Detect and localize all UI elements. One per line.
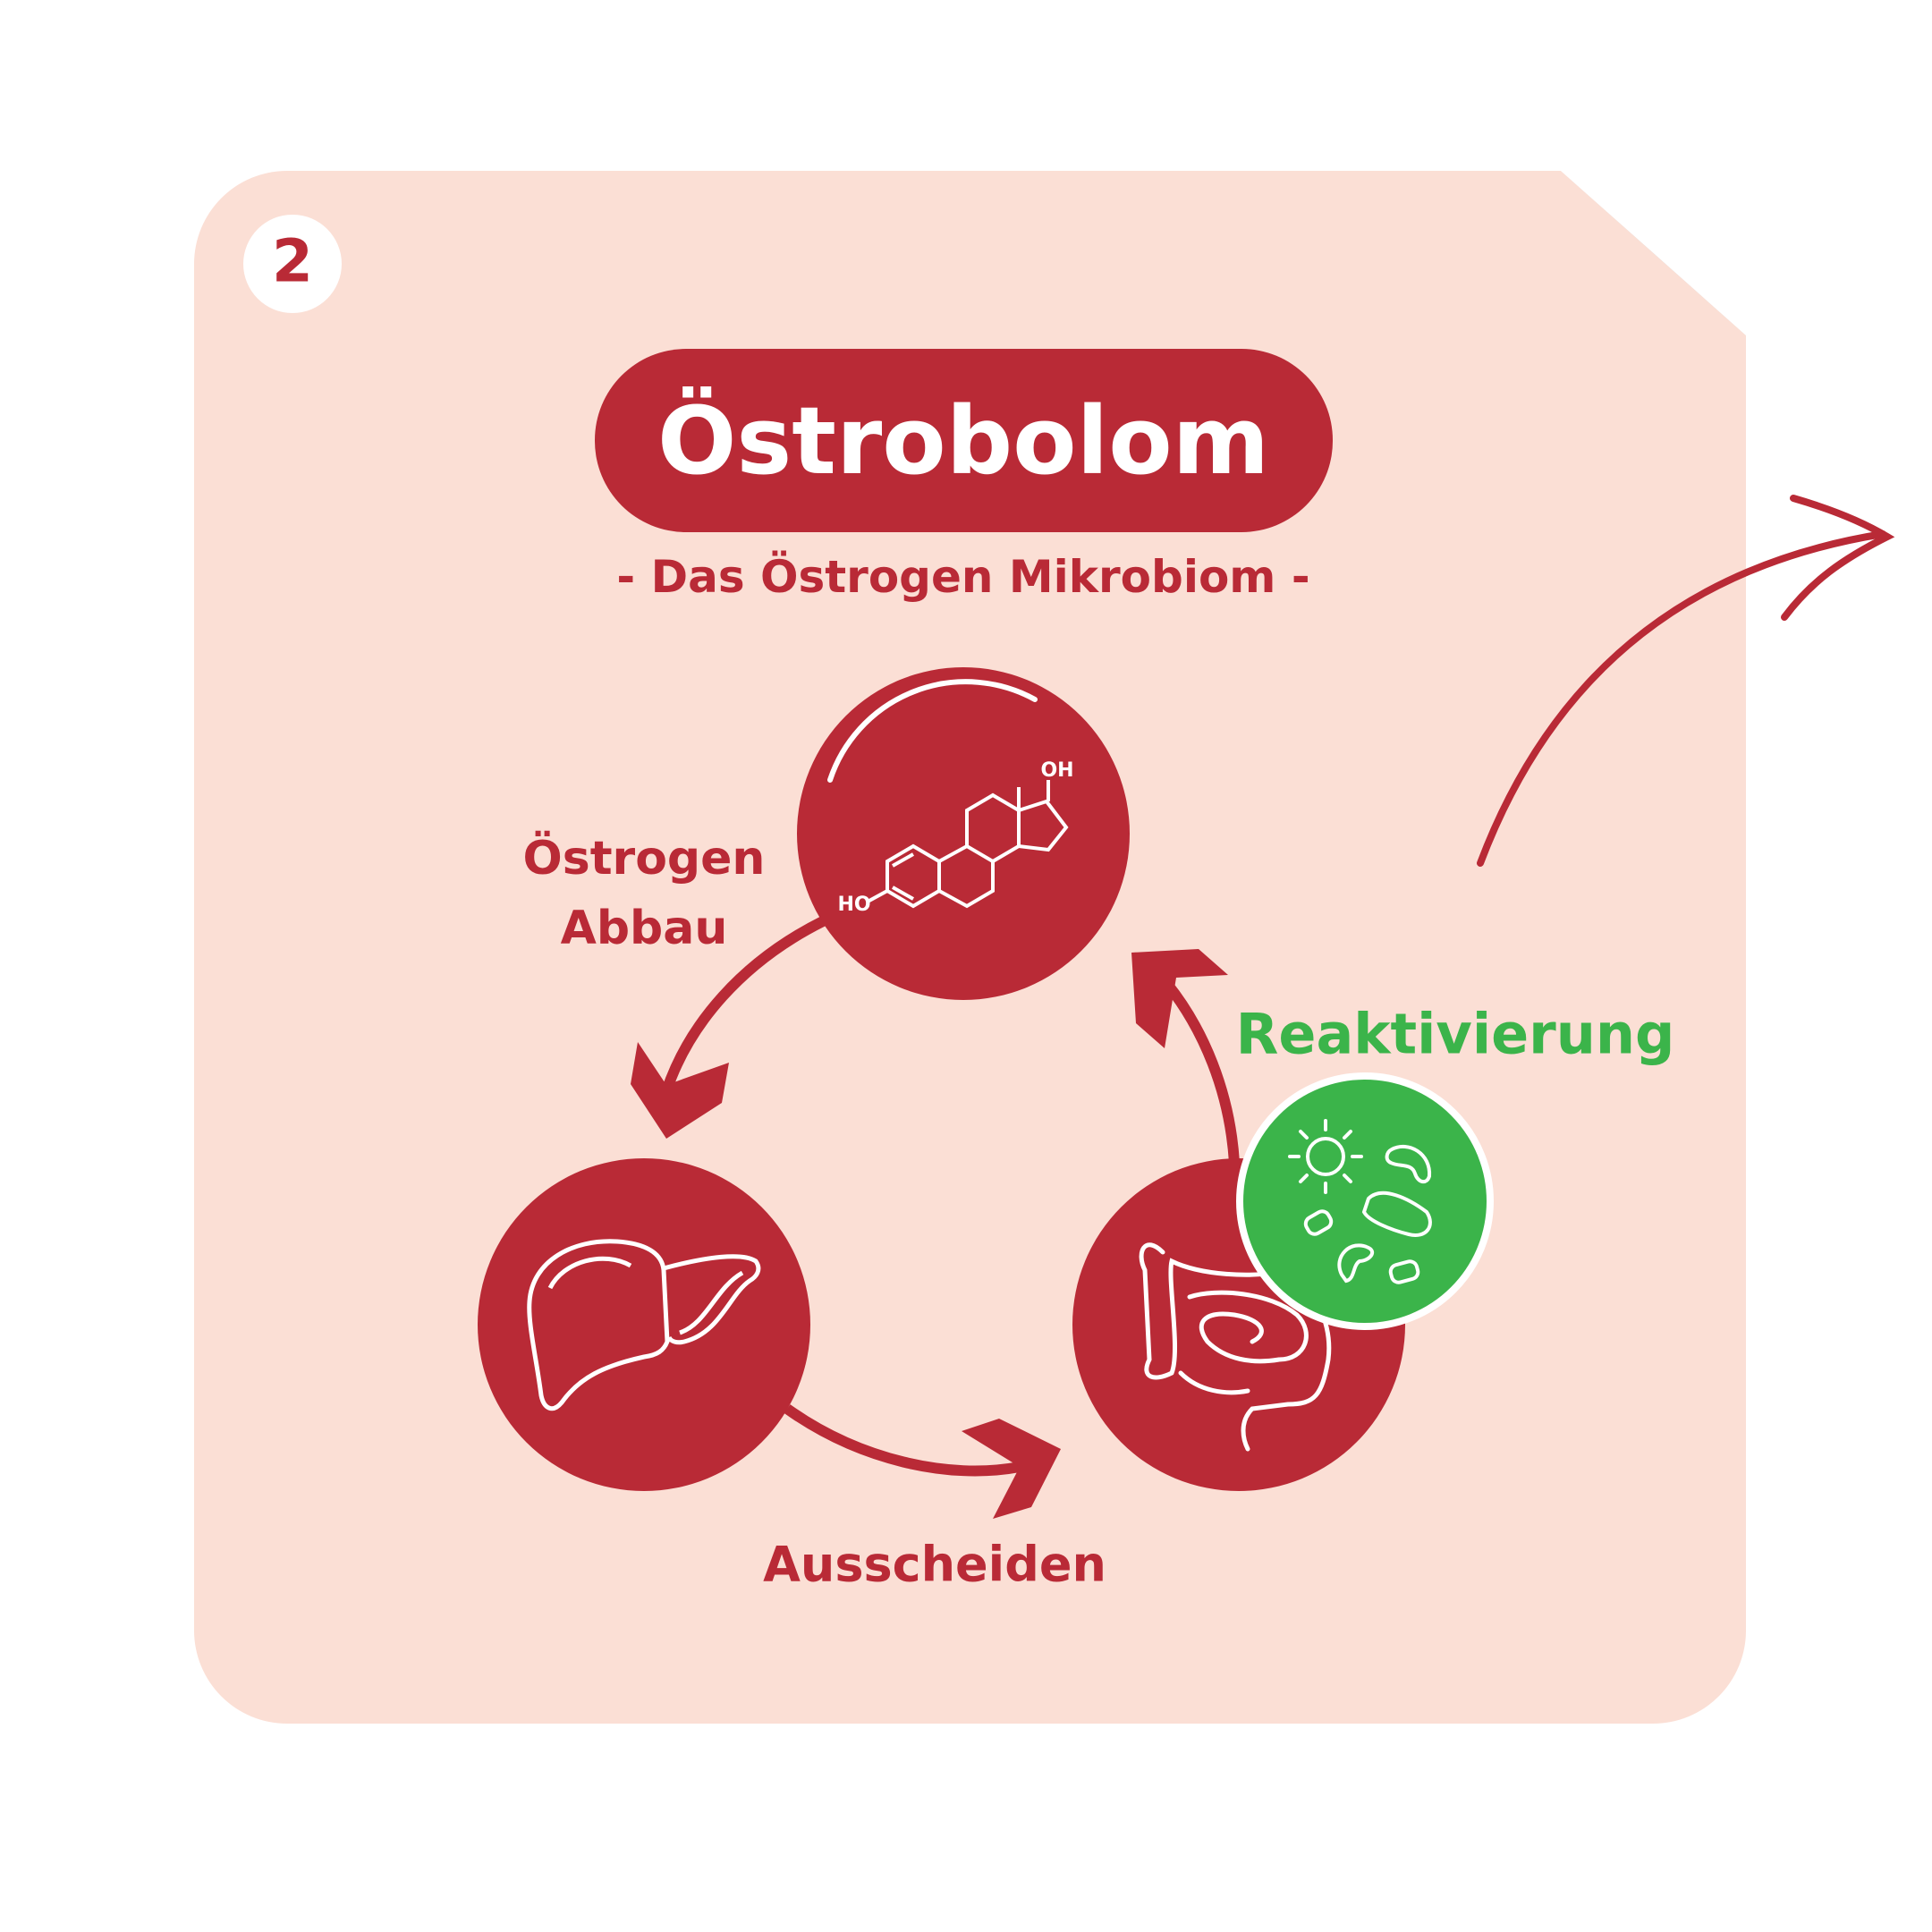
molecule-ho-label: HO bbox=[837, 894, 870, 916]
bacteria-icon bbox=[1288, 1119, 1432, 1284]
page-title: Östrobolom bbox=[657, 386, 1270, 496]
liver-icon bbox=[527, 1239, 761, 1411]
bacteria-circle bbox=[1236, 1072, 1494, 1330]
estrogen-circle bbox=[797, 667, 1130, 1000]
page-subtitle: - Das Östrogen Mikrobiom - bbox=[616, 551, 1310, 603]
outer-curved-arrow bbox=[1477, 495, 1895, 867]
label-reactivation: Reaktivierung bbox=[1235, 1001, 1675, 1067]
arrow-reactivation bbox=[1163, 980, 1240, 1164]
title-pill bbox=[595, 349, 1333, 532]
arrow-excretion bbox=[784, 1404, 1021, 1477]
label-degradation-line1: Östrogen bbox=[522, 832, 766, 886]
label-excretion: Ausscheiden bbox=[763, 1536, 1106, 1593]
step-number: 2 bbox=[272, 226, 313, 296]
molecule-oh-label: OH bbox=[1040, 759, 1073, 782]
label-degradation-line2: Abbau bbox=[560, 902, 728, 955]
estrogen-molecule-icon bbox=[867, 780, 1069, 909]
liver-circle bbox=[478, 1158, 810, 1491]
intestine-icon bbox=[1139, 1242, 1332, 1452]
arrow-degradation bbox=[661, 916, 826, 1093]
step-badge bbox=[243, 215, 342, 313]
